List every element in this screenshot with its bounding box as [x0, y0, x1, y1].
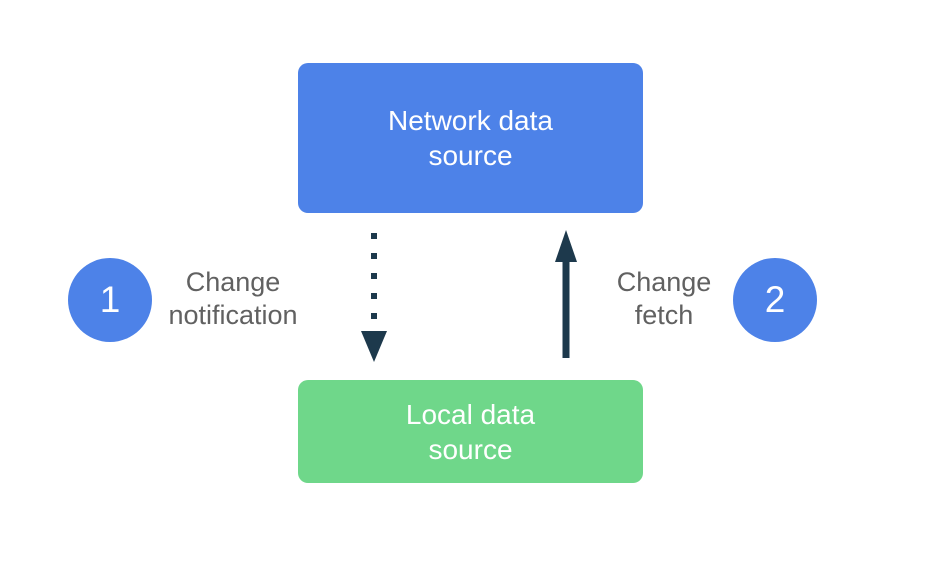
- down-arrowhead-icon: [361, 331, 387, 362]
- step-1-number: 1: [99, 279, 121, 320]
- step-1-label-line2: notification: [168, 300, 298, 330]
- step-2-label: Change fetch: [544, 266, 784, 332]
- step-2-label-line2: fetch: [634, 300, 694, 330]
- local-node-label-line2: source: [428, 433, 513, 465]
- local-data-source-node: Local data source: [298, 380, 643, 483]
- network-node-label-line2: source: [428, 140, 513, 171]
- local-node-label-line1: Local data: [405, 398, 536, 430]
- network-data-source-node: Network data source: [298, 63, 643, 213]
- change-notification-arrow-down-dotted: [361, 233, 387, 362]
- step-1-label-line1: Change: [185, 267, 281, 297]
- step-1-label: Change notification: [113, 266, 353, 332]
- step-2-number: 2: [764, 279, 786, 320]
- network-node-label-line1: Network data: [388, 105, 553, 136]
- up-arrowhead-icon: [555, 230, 577, 262]
- step-1-badge: 1: [68, 258, 152, 342]
- step-2-badge: 2: [733, 258, 817, 342]
- step-2-label-line1: Change: [616, 267, 712, 297]
